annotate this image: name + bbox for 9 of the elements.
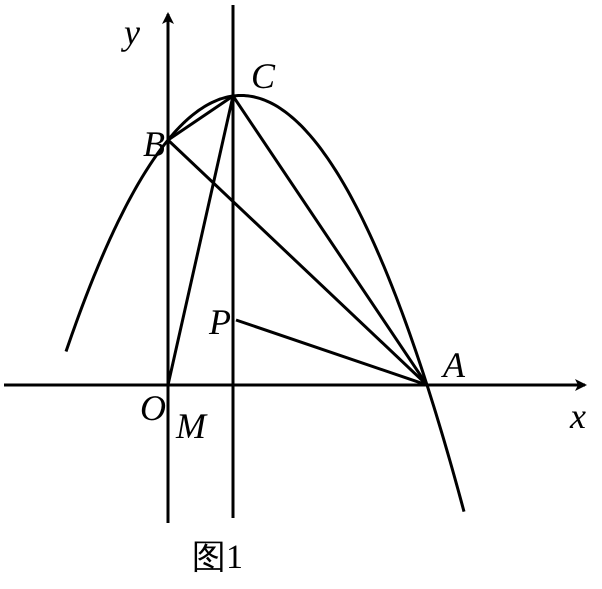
axis-label: x	[570, 398, 586, 434]
point-label: C	[233, 58, 275, 96]
line-segment	[167, 94, 234, 142]
point-label: O	[116, 390, 166, 426]
point-label: A	[427, 347, 465, 385]
point-label: P	[188, 304, 231, 340]
line-segment	[166, 96, 234, 386]
point-label: M	[176, 408, 206, 444]
figure-caption: 图1	[192, 540, 243, 576]
